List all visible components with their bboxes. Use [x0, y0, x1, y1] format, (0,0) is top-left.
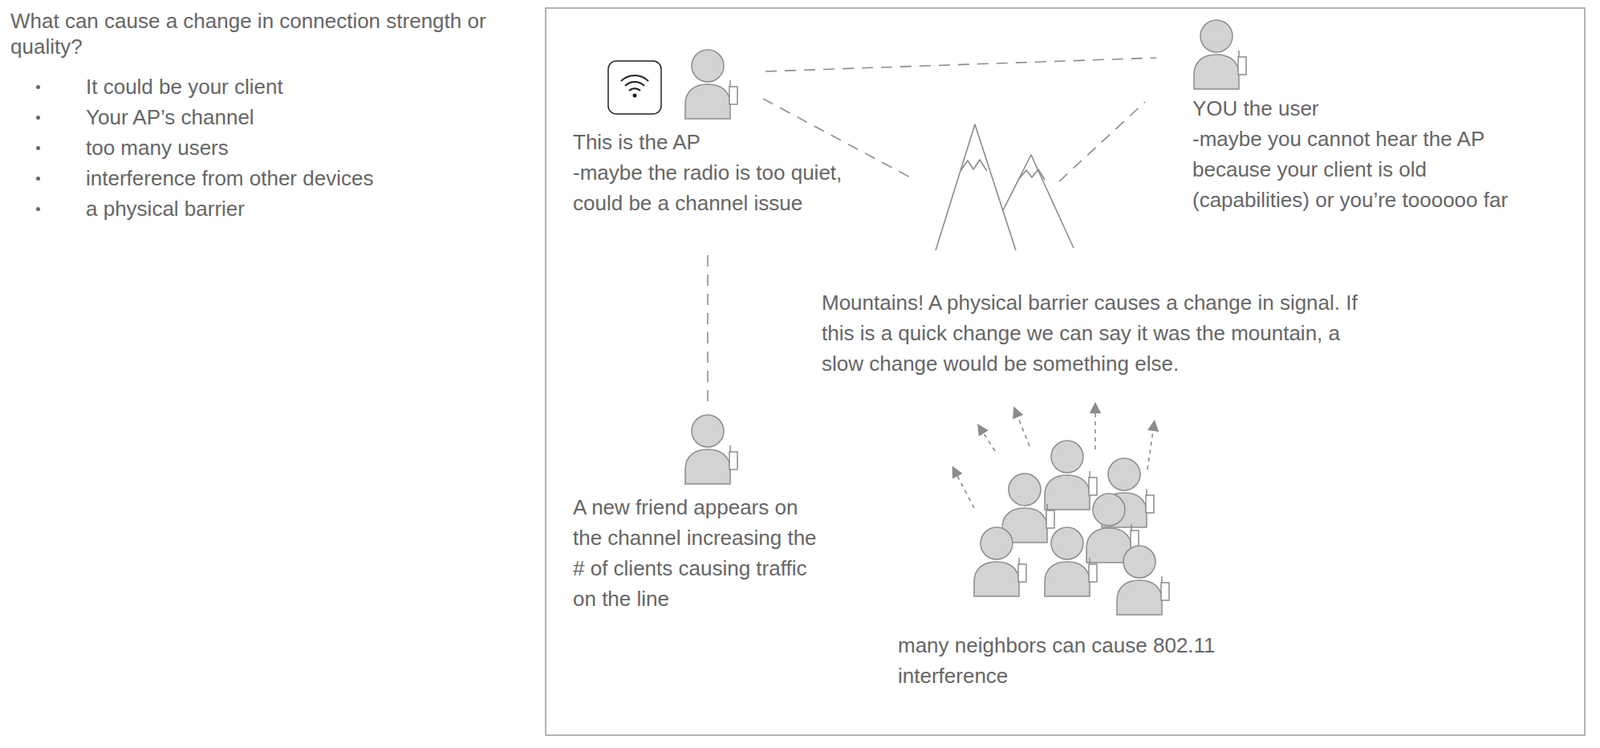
dashed-link [765, 57, 1157, 72]
friend-person [685, 414, 738, 484]
bullet-item: It could be your client [85, 71, 284, 102]
bullet-dot [36, 115, 41, 120]
bullet-item: Your AP’s channel [85, 101, 255, 133]
ap-person [685, 49, 738, 119]
crowd-node: many neighbors can cause 802.11 interfer… [894, 417, 1243, 691]
crowd [974, 440, 1170, 615]
user-person [1193, 20, 1247, 90]
dashed-link [706, 255, 709, 403]
ap-node: This is the AP-maybe the radio is too qu… [571, 44, 874, 219]
node-heading: many neighbors can cause 802.11 interfer… [897, 629, 1243, 691]
bullet-dot [36, 146, 41, 151]
node-heading: Mountains! A physical barrier causes a c… [821, 287, 1360, 379]
title-text: What can cause a change in connection st… [10, 8, 532, 60]
node-body: -maybe you cannot hear the AP because yo… [1192, 123, 1538, 216]
user-node: YOU the user-maybe you cannot hear the A… [1155, 16, 1538, 216]
dashed-link [1059, 101, 1146, 182]
bullet-item: interference from other devices [85, 162, 374, 194]
node-heading: A new friend appears on the channel incr… [572, 491, 832, 614]
node-body: -maybe the radio is too quiet, could be … [572, 157, 874, 219]
mountain-node: Mountains! A physical barrier causes a c… [818, 120, 1360, 379]
frame [545, 8, 1585, 736]
node-heading: This is the AP [572, 126, 874, 158]
crowd-arrows [954, 407, 1154, 508]
mountains [935, 124, 1074, 251]
bullet-dot [36, 207, 41, 212]
bullet-item: too many users [85, 132, 229, 163]
wifi-icon [608, 60, 662, 114]
node-heading: YOU the user [1192, 93, 1538, 124]
bullet-dot [36, 176, 41, 181]
bullet-item: a physical barrier [85, 193, 245, 224]
bullet-dot [36, 85, 41, 90]
friend-node: A new friend appears on the channel incr… [571, 405, 832, 614]
